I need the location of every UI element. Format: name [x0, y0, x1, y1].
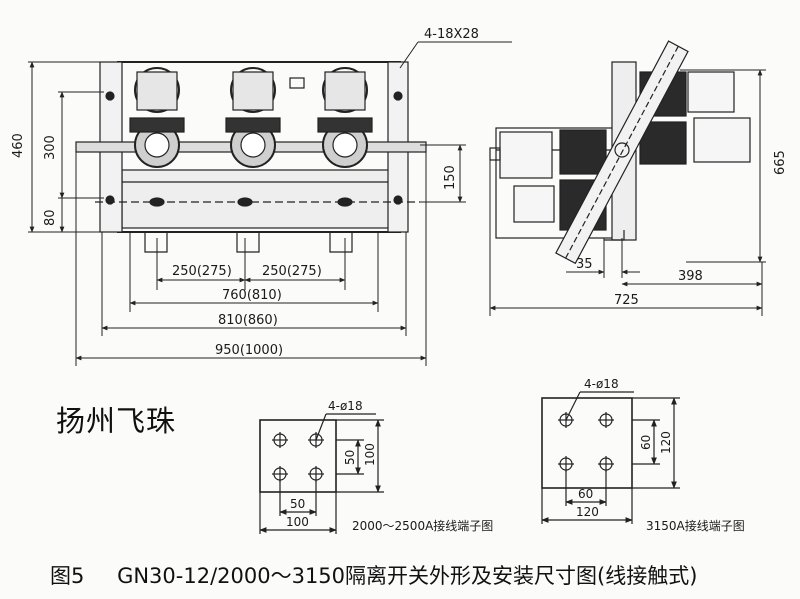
terminal-right	[541, 391, 680, 524]
figure-caption: 图5 GN30-12/2000～3150隔离开关外形及安装尺寸图(线接触式)	[50, 560, 697, 590]
terminal-right-dim-120v: 120	[659, 431, 673, 454]
dim-35: 35	[576, 257, 593, 272]
front-view	[75, 61, 427, 253]
terminal-left-dim-50v: 50	[343, 450, 357, 465]
dim-pitch-2: 250(275)	[262, 264, 322, 279]
dim-300: 300	[43, 135, 58, 160]
front-dimension-text: 4-18X28 460 300 80 150 250(275) 250(275)…	[11, 27, 479, 358]
terminal-left-dim-50h: 50	[290, 497, 305, 511]
brand-text: 扬州飞珠	[56, 404, 177, 438]
front-dimensions	[28, 41, 512, 366]
terminal-right-hole-spec: 4-ø18	[584, 377, 619, 391]
terminal-right-dim-60h: 60	[578, 487, 593, 501]
terminal-left	[259, 413, 384, 534]
side-dimensions	[489, 69, 766, 316]
pole-2	[225, 67, 281, 168]
terminal-right-text: 4-ø18 60 120 60 120 3150A接线端子图	[576, 377, 745, 533]
dim-950: 950(1000)	[215, 343, 283, 358]
figure-title: GN30-12/2000～3150隔离开关外形及安装尺寸图(线接触式)	[117, 564, 698, 588]
figure-number: 图5	[50, 564, 85, 588]
terminal-right-dim-60v: 60	[639, 435, 653, 450]
pole-1	[129, 67, 185, 168]
terminal-left-text: 4-ø18 50 100 50 100 2000～2500A接线端子图	[286, 399, 493, 533]
terminal-left-hole-spec: 4-ø18	[328, 399, 363, 413]
terminal-right-dim-120h: 120	[576, 505, 599, 519]
dim-665: 665	[773, 150, 788, 175]
dim-pitch-1: 250(275)	[172, 264, 232, 279]
side-view	[489, 40, 751, 265]
pole-3	[317, 67, 373, 168]
dim-760: 760(810)	[222, 288, 282, 303]
dim-398: 398	[678, 269, 703, 284]
dim-80: 80	[43, 209, 58, 226]
side-dimension-text: 665 35 398 725	[576, 150, 788, 308]
dim-810: 810(860)	[218, 313, 278, 328]
dim-460: 460	[11, 133, 26, 158]
dim-725: 725	[614, 293, 639, 308]
terminal-right-label: 3150A接线端子图	[646, 518, 745, 533]
hole-spec-front: 4-18X28	[424, 27, 479, 42]
terminal-left-label: 2000～2500A接线端子图	[352, 518, 493, 533]
dim-150: 150	[443, 165, 458, 190]
terminal-left-dim-100v: 100	[363, 443, 377, 466]
terminal-left-dim-100h: 100	[286, 515, 309, 529]
